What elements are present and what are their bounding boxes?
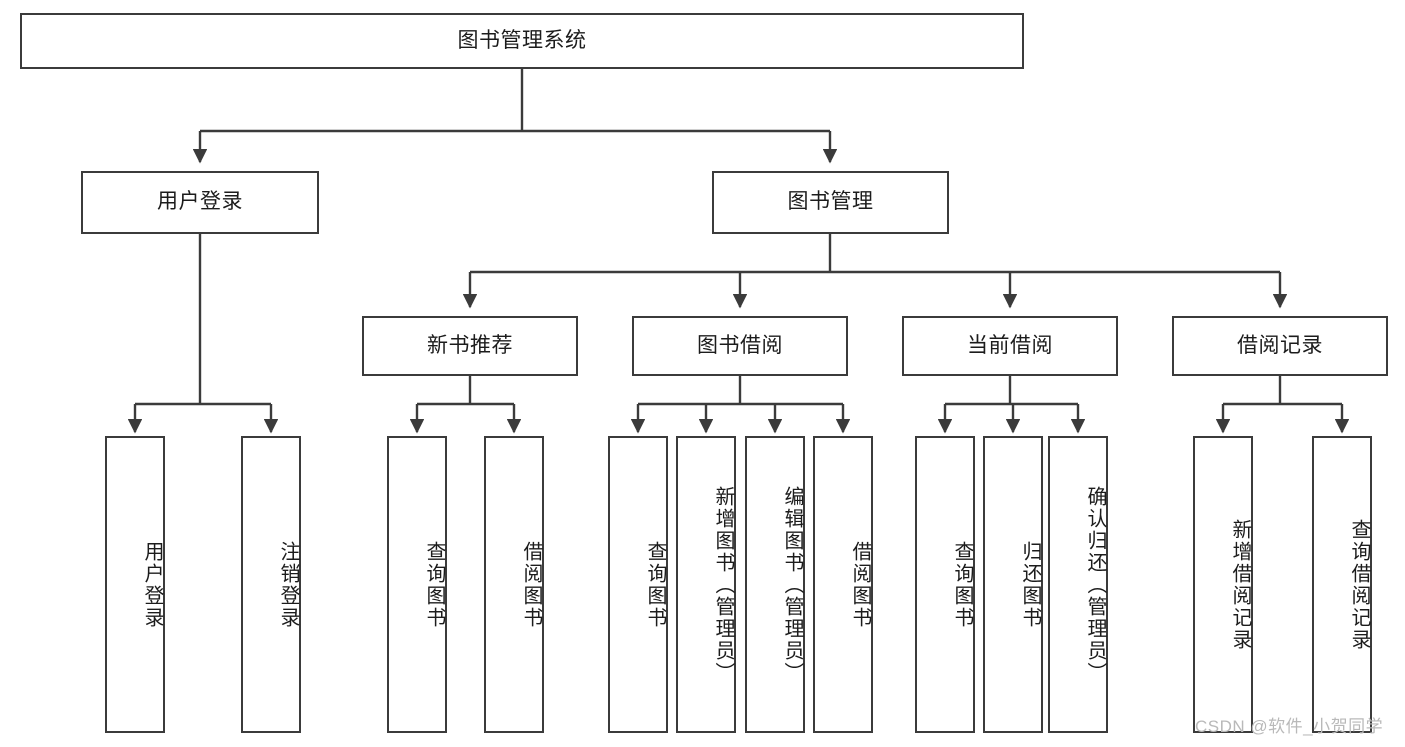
- node-leaf-query-book-3-label: 查询图书: [951, 540, 973, 629]
- node-book-manage[interactable]: 图书管理: [712, 171, 949, 234]
- node-new-book-rec-label: 新书推荐: [427, 333, 513, 357]
- node-leaf-edit-book[interactable]: 编辑图书（管理员）: [745, 436, 805, 733]
- node-leaf-confirm-return-label: 确认归还（管理员）: [1084, 485, 1106, 684]
- node-borrow-record[interactable]: 借阅记录: [1172, 316, 1388, 376]
- node-root-label: 图书管理系统: [457, 28, 587, 52]
- node-leaf-logout[interactable]: 注销登录: [241, 436, 301, 733]
- node-leaf-borrow-book-1-label: 借阅图书: [520, 540, 542, 629]
- node-new-book-rec[interactable]: 新书推荐: [362, 316, 578, 376]
- node-leaf-logout-label: 注销登录: [277, 540, 299, 629]
- node-book-manage-label: 图书管理: [787, 190, 874, 214]
- node-borrow-record-label: 借阅记录: [1237, 333, 1323, 357]
- node-current-borrow[interactable]: 当前借阅: [902, 316, 1118, 376]
- node-leaf-add-record-label: 新增借阅记录: [1229, 518, 1251, 651]
- node-leaf-borrow-book-1[interactable]: 借阅图书: [484, 436, 544, 733]
- node-leaf-add-book[interactable]: 新增图书（管理员）: [676, 436, 736, 733]
- node-leaf-borrow-book-2[interactable]: 借阅图书: [813, 436, 873, 733]
- watermark: CSDN @软件_小贺同学: [1195, 717, 1384, 736]
- node-leaf-add-book-label: 新增图书（管理员）: [712, 485, 734, 684]
- node-leaf-add-record[interactable]: 新增借阅记录: [1193, 436, 1253, 733]
- node-leaf-edit-book-label: 编辑图书（管理员）: [781, 485, 803, 684]
- node-user-login-label: 用户登录: [157, 190, 243, 214]
- node-leaf-query-record[interactable]: 查询借阅记录: [1312, 436, 1372, 733]
- node-leaf-query-book-3[interactable]: 查询图书: [915, 436, 975, 733]
- node-leaf-query-book-2-label: 查询图书: [644, 540, 666, 629]
- node-leaf-return-book[interactable]: 归还图书: [983, 436, 1043, 733]
- node-root[interactable]: 图书管理系统: [20, 13, 1024, 69]
- node-leaf-query-book-1-label: 查询图书: [423, 540, 445, 629]
- node-current-borrow-label: 当前借阅: [967, 333, 1053, 357]
- node-leaf-query-record-label: 查询借阅记录: [1348, 518, 1370, 651]
- node-leaf-query-book-2[interactable]: 查询图书: [608, 436, 668, 733]
- node-leaf-borrow-book-2-label: 借阅图书: [849, 540, 871, 629]
- node-book-borrow-label: 图书借阅: [697, 333, 783, 357]
- node-leaf-query-book-1[interactable]: 查询图书: [387, 436, 447, 733]
- node-leaf-user-login-label: 用户登录: [141, 540, 163, 629]
- node-leaf-return-book-label: 归还图书: [1019, 540, 1041, 629]
- node-leaf-confirm-return[interactable]: 确认归还（管理员）: [1048, 436, 1108, 733]
- node-user-login[interactable]: 用户登录: [81, 171, 319, 234]
- node-leaf-user-login[interactable]: 用户登录: [105, 436, 165, 733]
- node-book-borrow[interactable]: 图书借阅: [632, 316, 848, 376]
